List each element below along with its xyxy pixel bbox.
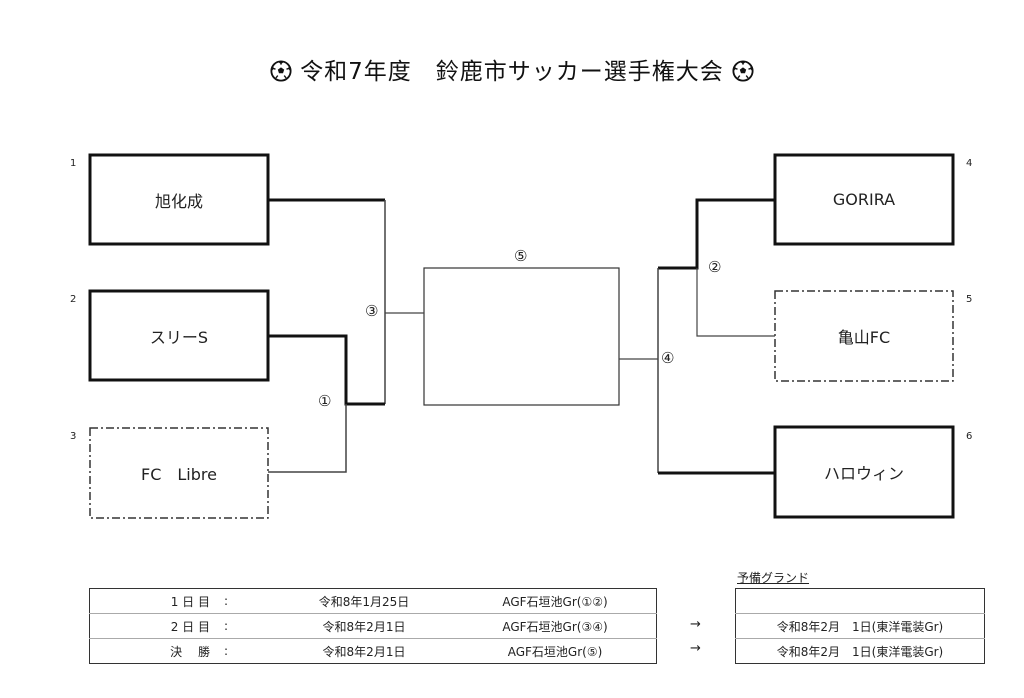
team-name: 旭化成 [154, 191, 203, 211]
page-title: 令和7年度 鈴鹿市サッカー選手権大会 [0, 52, 1024, 86]
date-cell: 令和8年2月1日 [274, 613, 454, 639]
table-row: 令和8年2月 1日(東洋電装Gr) [735, 638, 985, 664]
schedule-table: 1 日 目 : 令和8年1月25日 AGF石垣池Gr(①②) 2 日 目 : 令… [89, 588, 657, 664]
table-row: 1 日 目 : 令和8年1月25日 AGF石垣池Gr(①②) [90, 589, 657, 614]
match-label-5: ⑤ [514, 247, 528, 265]
day-label: 1 日 目 [170, 594, 210, 609]
soccer-ball-icon [732, 60, 754, 82]
colon: : [210, 613, 274, 639]
title-text: 令和7年度 鈴鹿市サッカー選手権大会 [300, 59, 724, 85]
venue-cell: AGF石垣池Gr(①②) [502, 594, 608, 609]
arrow-icon: → [690, 617, 701, 632]
table-row: 決 勝 : 令和8年2月1日 AGF石垣池Gr(⑤) [89, 638, 657, 664]
reserve-cell: 令和8年2月 1日(東洋電装Gr) [735, 638, 985, 664]
seed-number: 2 [70, 294, 77, 305]
team-name: 亀山FC [837, 328, 891, 347]
day-label: 決 勝 [89, 638, 210, 664]
team-name: スリーS [149, 327, 209, 347]
seed-number: 4 [966, 158, 973, 169]
seed-number: 5 [966, 294, 973, 305]
table-row: 2 日 目 : 令和8年2月1日 AGF石垣池Gr(③④) [89, 613, 657, 639]
final-box [423, 267, 620, 406]
match-label-3: ③ [365, 302, 379, 320]
date-cell: 令和8年2月1日 [274, 638, 454, 664]
day-label: 2 日 目 [89, 613, 210, 639]
line-team5-to-m2 [696, 268, 775, 337]
team-name: GORIRA [832, 190, 896, 209]
team-name: ハロウィン [823, 464, 904, 483]
venue-cell: AGF石垣池Gr(⑤) [454, 638, 657, 664]
colon: : [210, 638, 274, 664]
line-team3-to-m1 [268, 404, 347, 473]
arrow-icon: → [690, 641, 701, 656]
match-label-2: ② [708, 258, 722, 276]
colon: : [224, 594, 229, 608]
venue-cell: AGF石垣池Gr(③④) [454, 613, 657, 639]
reserve-cell [736, 589, 985, 614]
line-team2-to-m1 [268, 334, 385, 406]
seed-number: 3 [70, 431, 77, 442]
reserve-ground-label: 予備グランド [737, 571, 810, 585]
match-label-4: ④ [661, 349, 675, 367]
soccer-ball-icon [270, 60, 292, 82]
reserve-cell: 令和8年2月 1日(東洋電装Gr) [735, 613, 985, 639]
table-row: 令和8年2月 1日(東洋電装Gr) [735, 613, 985, 639]
team-box-3 [89, 427, 269, 519]
date-cell: 令和8年1月25日 [318, 594, 410, 609]
team-name: FC Libre [141, 465, 217, 484]
table-row [736, 589, 985, 614]
seed-number: 1 [70, 158, 77, 169]
reserve-ground-table: 令和8年2月 1日(東洋電装Gr) 令和8年2月 1日(東洋電装Gr) [735, 588, 985, 664]
line-team4-to-m2 [658, 198, 775, 270]
match-label-1: ① [318, 392, 332, 410]
seed-number: 6 [966, 431, 973, 442]
